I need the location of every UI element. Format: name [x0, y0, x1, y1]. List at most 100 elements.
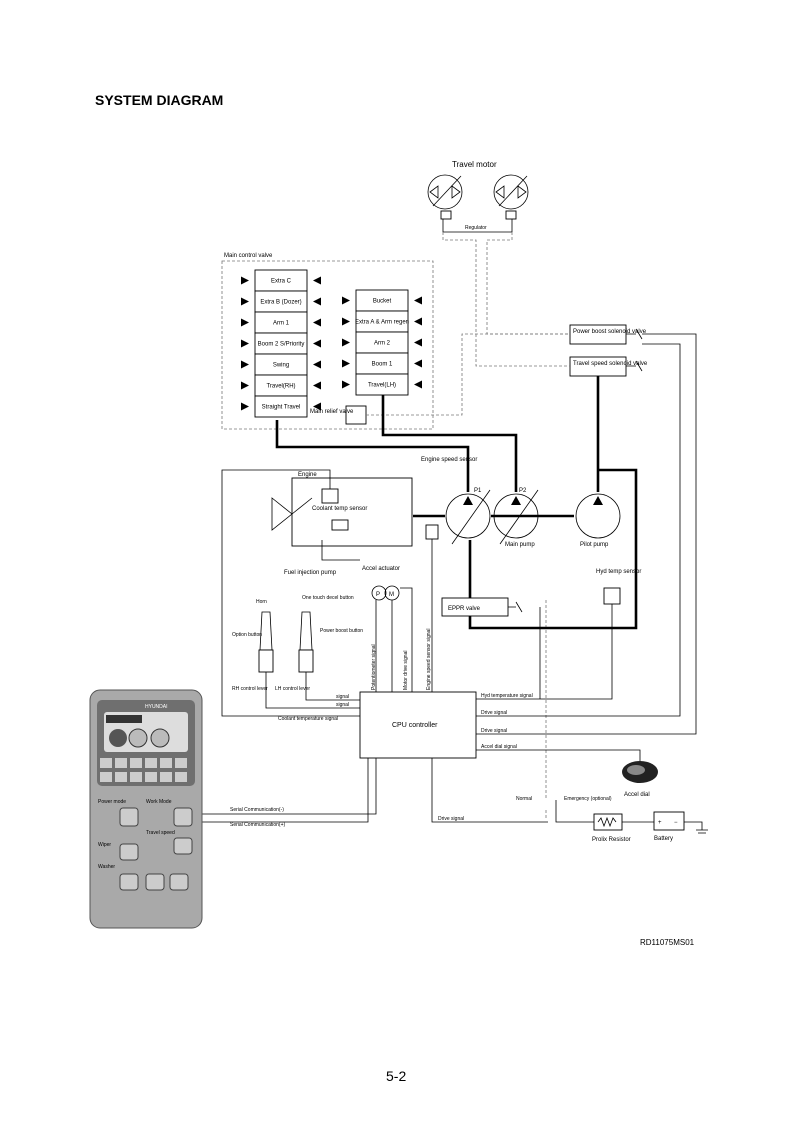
wiper-button[interactable]	[119, 843, 139, 861]
lh-control-lever-label: LH control lever	[275, 686, 310, 692]
spool-left-arrow-icon	[342, 317, 350, 326]
cpu-controller: CPU controller	[359, 691, 477, 759]
pilot-pump-label: Pilot pump	[580, 542, 609, 548]
spool-right-arrow-icon	[313, 318, 321, 327]
spool-right-arrow-icon	[313, 276, 321, 285]
spool-label: Extra A & Arm regen	[355, 320, 409, 326]
travel-motor-group: Travel motor Regulator	[427, 160, 529, 233]
serial-comm-minus-label: Serial Communication(-)	[230, 807, 284, 813]
svg-text:signal: signal	[336, 694, 349, 700]
spool-left-arrow-icon	[241, 318, 249, 327]
emergency-label: Emergency (optional)	[564, 796, 612, 802]
hyd-temp-sensor-label: Hyd temp sensor	[596, 569, 641, 575]
accel-actuator-label: Accel actuator	[362, 566, 400, 572]
spool-label: Arm 2	[374, 341, 391, 347]
spool-right-arrow-icon	[414, 317, 422, 326]
engine-group: Engine Coolant temp sensor Engine speed …	[271, 457, 477, 576]
travel-speed-button[interactable]	[173, 837, 193, 855]
spool-label: Arm 1	[273, 321, 290, 327]
pump-group: P1 P2 Main pump Pilot pump	[445, 488, 621, 548]
option-button-label: Option button	[232, 632, 262, 638]
rh-control-lever-label: RH control lever	[232, 686, 268, 692]
prolix-resistor-label: Prolix Resistor	[592, 837, 631, 843]
drive-signal-2-label: Drive signal	[481, 728, 507, 734]
cpu-controller-label: CPU controller	[392, 722, 438, 729]
spool-box	[254, 395, 308, 418]
washer-button[interactable]	[119, 873, 139, 891]
spool-left-arrow-icon	[241, 381, 249, 390]
spool-right-arrow-icon	[414, 296, 422, 305]
spool-label: Travel(LH)	[368, 383, 396, 389]
spool-right-arrow-icon	[313, 339, 321, 348]
spool-left-arrow-icon	[241, 339, 249, 348]
spool-left-arrow-icon	[241, 360, 249, 369]
spool-right-arrow-icon	[313, 360, 321, 369]
spool-right-arrow-icon	[313, 381, 321, 390]
work-mode-button[interactable]	[173, 807, 193, 827]
solenoid-valves: Power boost solenoid valve Travel speed …	[569, 324, 648, 377]
svg-text:M: M	[389, 592, 394, 598]
cluster-travel-speed: Travel speed	[146, 830, 175, 836]
svg-text:signal: signal	[336, 702, 349, 708]
pilot-pump-icon	[575, 493, 621, 539]
spool-label: Straight Travel	[262, 405, 301, 411]
svg-text:−: −	[674, 820, 678, 826]
travel-speed-solenoid-label: Travel speed solenoid valve	[573, 361, 648, 367]
accel-dial-label: Accel dial	[624, 792, 650, 798]
select-cluster-button[interactable]	[169, 873, 189, 891]
option-cluster-button[interactable]	[145, 873, 165, 891]
page-number: 5-2	[386, 1068, 407, 1084]
spool-right-arrow-icon	[414, 359, 422, 368]
main-pump-label: Main pump	[505, 542, 535, 548]
travel-motor-label: Travel motor	[452, 160, 497, 169]
spool-left-arrow-icon	[342, 359, 350, 368]
battery-label: Battery	[654, 836, 673, 842]
spool-right-arrow-icon	[313, 297, 321, 306]
regulator-label: Regulator	[465, 225, 487, 231]
travel-motor-left-icon	[427, 174, 463, 210]
main-control-valve-label: Main control valve	[224, 253, 273, 259]
engine-speed-sensor-signal-label: Engine speed sensor signal	[426, 629, 432, 690]
spool-left-arrow-icon	[241, 402, 249, 411]
main-relief-valve-label: Main relief valve	[310, 409, 354, 415]
hyd-temperature-signal-label: Hyd temperature signal	[481, 693, 533, 699]
spool-label: Boom 1	[372, 362, 393, 368]
cluster-work-mode: Work Mode	[146, 799, 172, 805]
main-pump-p2-icon	[493, 493, 539, 539]
power-boost-solenoid-label: Power boost solenoid valve	[573, 329, 647, 335]
engine-speed-sensor-label: Engine speed sensor	[421, 457, 477, 463]
cluster-power-mode: Power mode	[98, 799, 126, 805]
coolant-temp-sensor-label: Coolant temp sensor	[312, 506, 367, 512]
document-id: RD11075MS01	[640, 938, 695, 947]
spool-label: Swing	[273, 363, 289, 369]
potentiometer-signal-label: Potentiometer signal	[371, 644, 377, 690]
control-levers: Horn One touch decel button Power boost …	[232, 595, 363, 709]
power-mode-button[interactable]	[119, 807, 139, 827]
drive-signal-3-label: Drive signal	[438, 816, 464, 822]
spool-left-arrow-icon	[241, 276, 249, 285]
svg-text:P: P	[376, 592, 380, 598]
spool-right-arrow-icon	[414, 380, 422, 389]
fuel-injection-pump-label: Fuel injection pump	[284, 570, 337, 576]
horn-label: Horn	[256, 599, 267, 605]
eppr-valve-label: EPPR valve	[448, 606, 481, 612]
spool-label: Extra C	[271, 279, 292, 285]
spool-left-arrow-icon	[241, 297, 249, 306]
cluster-brand: HYUNDAI	[145, 704, 168, 710]
svg-text:+: +	[658, 820, 662, 826]
power-boost-button-label: Power boost button	[320, 628, 363, 634]
spool-left-arrow-icon	[342, 296, 350, 305]
accel-dial-group: Accel dial	[622, 761, 658, 798]
p1-label: P1	[474, 488, 482, 494]
instrument-cluster: HYUNDAI Power mode Work Mode Travel spee…	[89, 689, 203, 929]
spool-label: Bucket	[373, 299, 392, 305]
spool-right-arrow-icon	[313, 402, 321, 411]
normal-label: Normal	[516, 796, 532, 802]
spool-left-arrow-icon	[342, 338, 350, 347]
drive-signal-1-label: Drive signal	[481, 710, 507, 716]
coolant-temperature-signal-label: Coolant temperature signal	[278, 716, 338, 722]
cluster-wiper: Wiper	[98, 842, 111, 848]
travel-motor-right-icon	[493, 174, 529, 210]
one-touch-decel-label: One touch decel button	[302, 595, 354, 601]
